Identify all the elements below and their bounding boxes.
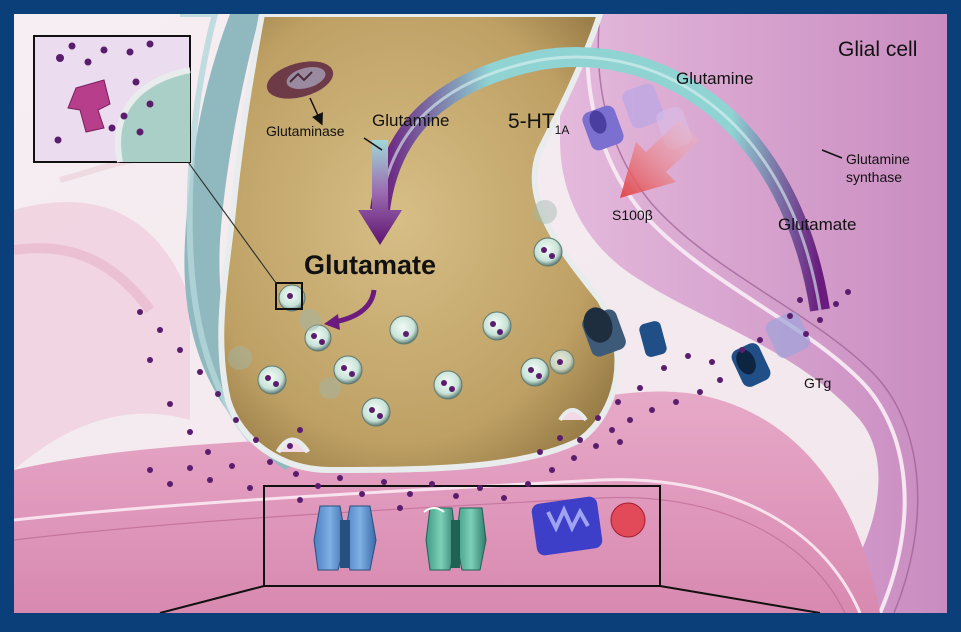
label-glutaminase: Glutaminase: [266, 123, 345, 139]
vesicle-inset: [34, 36, 190, 162]
label-glutamine-left: Glutamine: [372, 111, 449, 130]
label-gtg: GTg: [804, 375, 831, 391]
label-glial-cell: Glial cell: [838, 38, 917, 61]
label-glutamate-center: Glutamate: [304, 250, 436, 280]
label-s100b: S100β: [612, 207, 653, 223]
label-glutamine-synthase-1: Glutamine: [846, 151, 910, 167]
label-glutamine-right: Glutamine: [676, 69, 753, 88]
label-glutamine-synthase-2: synthase: [846, 169, 902, 185]
label-glutamate-right: Glutamate: [778, 215, 856, 234]
